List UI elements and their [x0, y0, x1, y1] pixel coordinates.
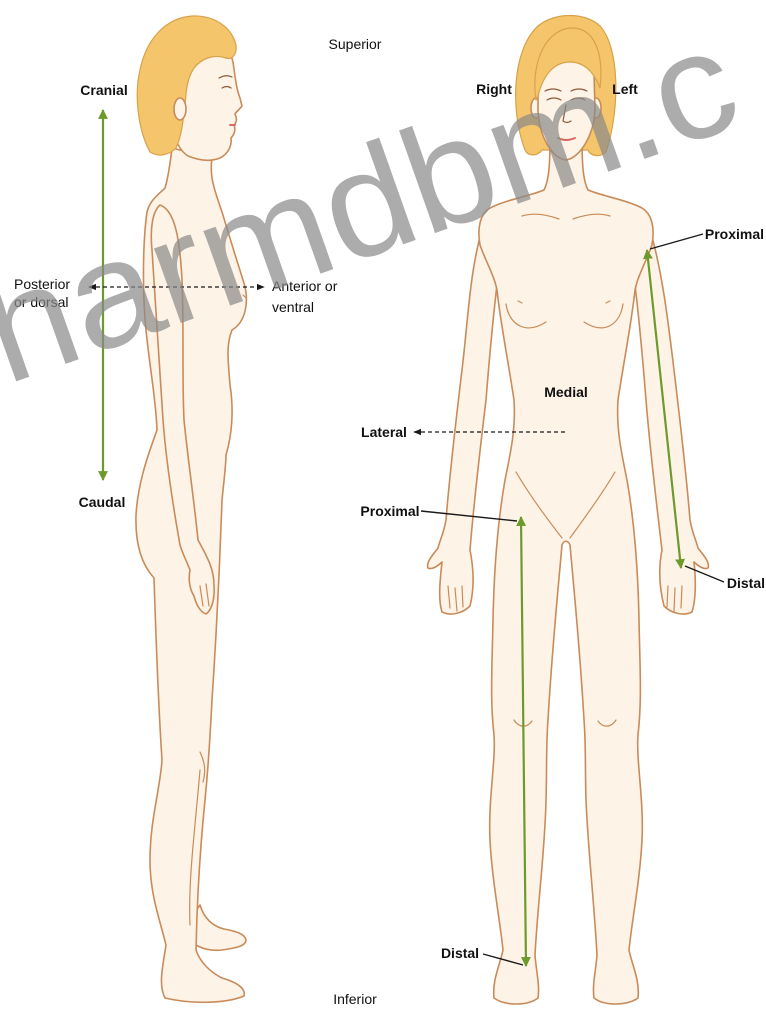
front-body-silhouette: [479, 140, 653, 1004]
label-superior: Superior: [329, 36, 382, 52]
label-arm-proximal: Proximal: [705, 226, 764, 242]
label-leg-proximal: Proximal: [360, 503, 419, 519]
front-left-arm: [428, 230, 497, 614]
label-cranial: Cranial: [80, 82, 127, 98]
label-arm-distal: Distal: [727, 575, 765, 591]
label-inferior: Inferior: [333, 991, 377, 1007]
arm-proximal-pointer: [650, 234, 703, 249]
label-caudal: Caudal: [79, 494, 126, 510]
side-ear: [174, 98, 186, 120]
label-medial: Medial: [544, 384, 588, 400]
label-leg-distal: Distal: [441, 945, 479, 961]
label-lateral: Lateral: [361, 424, 407, 440]
front-right-arm: [635, 230, 708, 614]
